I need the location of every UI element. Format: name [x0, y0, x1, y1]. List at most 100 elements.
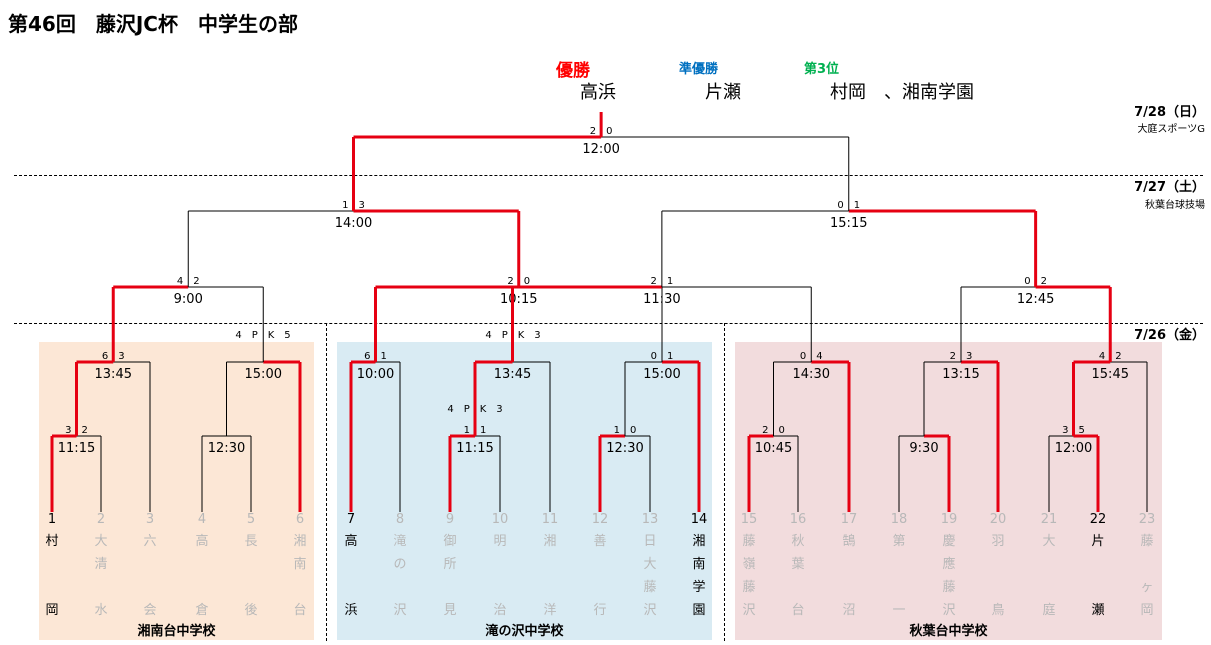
team-name-char: 高 [195, 534, 209, 549]
team-name-char [538, 553, 562, 576]
match-time: 14:00 [335, 216, 372, 231]
champion-label: 優勝 [556, 61, 590, 81]
zone-shonandai [39, 342, 314, 640]
team-name-char [986, 553, 1010, 576]
team-number: 9 [445, 512, 455, 527]
team-name-char [138, 576, 162, 599]
team-name-char [887, 576, 911, 599]
team-name-char: 沢 [643, 603, 657, 618]
team-name-char: 清 [94, 557, 108, 572]
team-name-char [538, 576, 562, 599]
champion-name: 高浜 [580, 82, 616, 103]
team-name-char [190, 576, 214, 599]
team-name-char: 後 [244, 603, 258, 618]
team-name-char [339, 576, 363, 599]
team-name-char: 見 [443, 603, 457, 618]
date-label-28: 7/28（日） [1134, 105, 1205, 120]
team-name-char [837, 576, 861, 599]
team-name-char [138, 553, 162, 576]
team-name-char: 第 [892, 534, 906, 549]
team-name-char: 浜 [344, 603, 358, 618]
team-name-char: 羽 [991, 534, 1005, 549]
team-name-char [239, 553, 263, 576]
match-time: 12:45 [1017, 292, 1054, 307]
team-name-char: 鳥 [991, 603, 1005, 618]
date-label-27: 7/27（土） [1134, 180, 1205, 195]
team-name-char: 嶺 [742, 557, 756, 572]
team-name-char [837, 553, 861, 576]
team-name-char: ヶ [1140, 580, 1154, 595]
team-number: 8 [395, 512, 405, 527]
team-name-char: 台 [791, 603, 805, 618]
match-time: 13:45 [95, 367, 132, 382]
team-name-char [588, 576, 612, 599]
team-name-char: 藤 [643, 580, 657, 595]
team-number: 14 [690, 512, 708, 527]
match-time: 10:45 [755, 441, 792, 456]
team-name-char [339, 553, 363, 576]
team-name-char: 藤 [742, 534, 756, 549]
match-time: 12:30 [208, 441, 245, 456]
team-number: 1 [47, 512, 57, 527]
team-name-char: 藤 [742, 580, 756, 595]
match-time: 15:00 [643, 367, 680, 382]
team-name-char [388, 576, 412, 599]
team-name-char: 南 [293, 557, 307, 572]
team-number: 21 [1040, 512, 1058, 527]
team-name-char: 村 [45, 534, 59, 549]
team-name-char [40, 576, 64, 599]
team-number: 5 [246, 512, 256, 527]
zone-divider-2 [724, 323, 725, 641]
match-time: 11:15 [456, 441, 493, 456]
team-name-char: 大 [94, 534, 108, 549]
team-number: 6 [295, 512, 305, 527]
zone-divider-1 [326, 323, 327, 641]
team-name-char: 沢 [942, 603, 956, 618]
match-time: 11:30 [643, 292, 680, 307]
team-name-char [190, 553, 214, 576]
team-name-char: 高 [344, 534, 358, 549]
school-label-akibadai: 秋葉台中学校 [909, 624, 988, 639]
team-name-char: 台 [293, 603, 307, 618]
team-name-char [1037, 576, 1061, 599]
team-entry: 22 片瀬 [1086, 510, 1110, 622]
match-time: 10:15 [500, 292, 537, 307]
team-name-char: 一 [892, 603, 906, 618]
team-name-char: 瀬 [1091, 603, 1105, 618]
team-number: 16 [789, 512, 807, 527]
match-time: 15:45 [1092, 367, 1129, 382]
team-number: 22 [1089, 512, 1107, 527]
team-name-char: 湘 [692, 534, 706, 549]
team-name-char [887, 553, 911, 576]
venue-label-28: 大庭スポーツG [1137, 124, 1205, 135]
team-name-char [488, 553, 512, 576]
team-name-char [89, 576, 113, 599]
team-name-char: 葉 [791, 557, 805, 572]
team-name-char: 片 [1091, 534, 1105, 549]
team-name-char: の [393, 557, 407, 572]
team-name-char: 日 [643, 534, 657, 549]
team-name-char: 六 [143, 534, 157, 549]
team-name-char [438, 576, 462, 599]
team-name-char: 大 [643, 557, 657, 572]
team-name-char: 湘 [293, 534, 307, 549]
match-time: 9:30 [909, 441, 938, 456]
team-name-char [1086, 576, 1110, 599]
school-label-shonandai: 湘南台中学校 [137, 624, 216, 639]
team-name-char: 藤 [1140, 534, 1154, 549]
match-time: 12:00 [582, 142, 619, 157]
day-divider-27 [14, 175, 1203, 176]
